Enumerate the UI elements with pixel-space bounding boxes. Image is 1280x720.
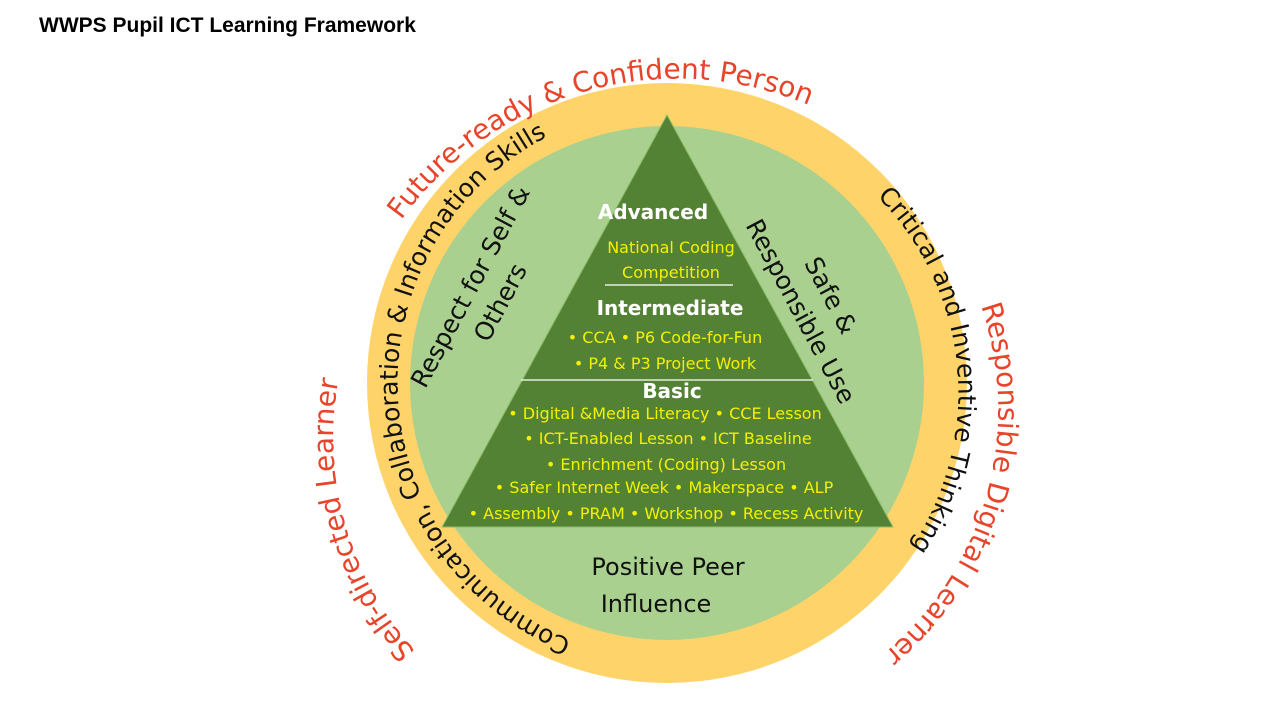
level-basic-item: • Enrichment (Coding) Lesson	[546, 455, 786, 474]
level-intermediate-title: Intermediate	[597, 296, 744, 320]
value-bottom-line2: Influence	[601, 590, 712, 618]
level-basic-item: • Assembly • PRAM • Workshop • Recess Ac…	[469, 504, 864, 523]
level-advanced-item: Competition	[622, 263, 720, 282]
level-advanced-title: Advanced	[598, 200, 708, 224]
level-basic-item: • ICT-Enabled Lesson • ICT Baseline	[524, 429, 812, 448]
value-bottom-line1: Positive Peer	[591, 553, 744, 581]
learning-triangle	[441, 113, 894, 528]
level-basic-title: Basic	[642, 379, 701, 403]
level-intermediate-item: • CCA • P6 Code-for-Fun	[568, 328, 762, 347]
level-advanced-item: National Coding	[607, 238, 735, 257]
level-basic-item: • Digital &Media Literacy • CCE Lesson	[508, 404, 821, 423]
level-intermediate-item: • P4 & P3 Project Work	[574, 354, 757, 373]
level-basic-item: • Safer Internet Week • Makerspace • ALP	[495, 478, 834, 497]
page-title: WWPS Pupil ICT Learning Framework	[39, 14, 416, 37]
